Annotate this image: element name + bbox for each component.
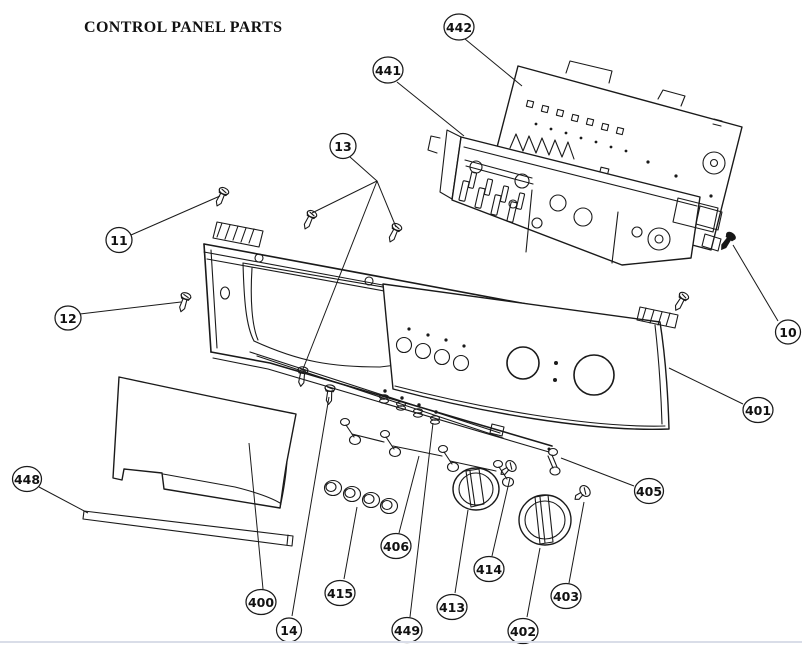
callout-circle (54, 305, 82, 331)
callout-12: 12 (54, 301, 182, 331)
board-components (525, 99, 723, 198)
leader-line (130, 195, 221, 236)
callout-circle (443, 13, 475, 41)
callout-circle (436, 593, 468, 621)
callout-number: 11 (110, 233, 127, 248)
facade-panel-drawing (382, 283, 679, 430)
callout-circle (633, 477, 665, 505)
callout-number: 413 (439, 600, 465, 615)
callout-413: 413 (436, 509, 469, 621)
leader-line (79, 301, 182, 315)
callout-circle (245, 588, 277, 616)
callout-number: 403 (553, 589, 579, 604)
leader-line (454, 509, 469, 594)
screw-icon (323, 383, 336, 406)
callout-circle (473, 555, 505, 583)
leader-line (560, 457, 635, 487)
bracket-405-drawing (547, 447, 561, 476)
drawer-front-panel-drawing (112, 376, 297, 509)
callout-14: 14 (275, 396, 330, 643)
callout-number: 12 (59, 311, 76, 326)
callout-number: 13 (334, 139, 351, 154)
knob-small-drawing (452, 467, 500, 511)
leader-line (396, 81, 465, 137)
callout-401: 401 (668, 367, 774, 424)
callout-number: 10 (779, 325, 797, 340)
leader-line (409, 422, 434, 618)
callout-405: 405 (560, 457, 665, 505)
callout-13: 13 (302, 132, 397, 370)
leader-line (248, 442, 264, 590)
callout-circle (11, 465, 43, 493)
callout-circle (742, 396, 774, 424)
leader-line (376, 180, 397, 228)
footer-divider (0, 641, 802, 643)
callout-11: 11 (105, 195, 221, 254)
leader-line (526, 547, 541, 618)
page-title: CONTROL PANEL PARTS (84, 19, 283, 36)
callout-403: 403 (550, 501, 585, 610)
callout-number: 14 (280, 623, 298, 638)
leader-line (302, 180, 378, 370)
leader-line (568, 501, 585, 584)
callout-number: 415 (327, 586, 353, 601)
callout-circle (507, 617, 539, 645)
callout-number: 405 (636, 484, 662, 499)
leader-line (668, 367, 744, 405)
clip-screw-403-drawing (574, 485, 591, 500)
screw-icon (670, 290, 691, 314)
springs-row-drawing (378, 389, 441, 425)
callout-circle (329, 132, 357, 160)
screw-icon (295, 365, 309, 388)
callout-415: 415 (324, 506, 358, 607)
clip-screw-414-drawing (500, 460, 517, 475)
callout-414: 414 (473, 477, 511, 583)
callout-number: 441 (375, 63, 401, 78)
callout-442: 442 (443, 13, 523, 87)
callout-number: 402 (510, 624, 536, 639)
callouts-layer: 442 441 13 11 12 10 401 448 400 14 415 406 449 413 414… (11, 13, 802, 645)
callout-circle (372, 56, 404, 84)
callout-402: 402 (507, 547, 541, 645)
buttons-row-drawing (323, 479, 399, 515)
callout-10: 10 (732, 244, 802, 345)
callout-448: 448 (11, 465, 89, 514)
leader-line (464, 38, 523, 87)
screw-icon (211, 185, 231, 209)
leader-line (343, 506, 358, 580)
trim-strip-drawing (82, 510, 294, 547)
callout-circle (774, 319, 802, 345)
callout-number: 449 (394, 623, 420, 638)
leader-line (398, 455, 420, 534)
callout-circle (380, 532, 412, 560)
leader-line (38, 486, 89, 514)
callout-441: 441 (372, 56, 465, 137)
callout-number: 401 (745, 403, 771, 418)
callout-number: 400 (248, 595, 274, 610)
callout-number: 448 (14, 472, 40, 487)
leader-line (491, 477, 511, 557)
leader-line (291, 396, 330, 617)
pcb-housing-drawing (427, 129, 723, 266)
callout-406: 406 (380, 455, 420, 560)
screw-icon (299, 208, 319, 232)
callout-number: 414 (476, 562, 502, 577)
callout-number: 442 (446, 20, 472, 35)
callout-circle (324, 579, 356, 607)
callout-449: 449 (391, 422, 434, 644)
callout-number: 406 (383, 539, 409, 554)
callout-circle (550, 582, 582, 610)
leader-line (732, 244, 779, 322)
screw-icon (384, 221, 404, 245)
knob-large-drawing (518, 494, 572, 546)
callout-circle (105, 226, 133, 254)
callout-400: 400 (245, 442, 277, 616)
